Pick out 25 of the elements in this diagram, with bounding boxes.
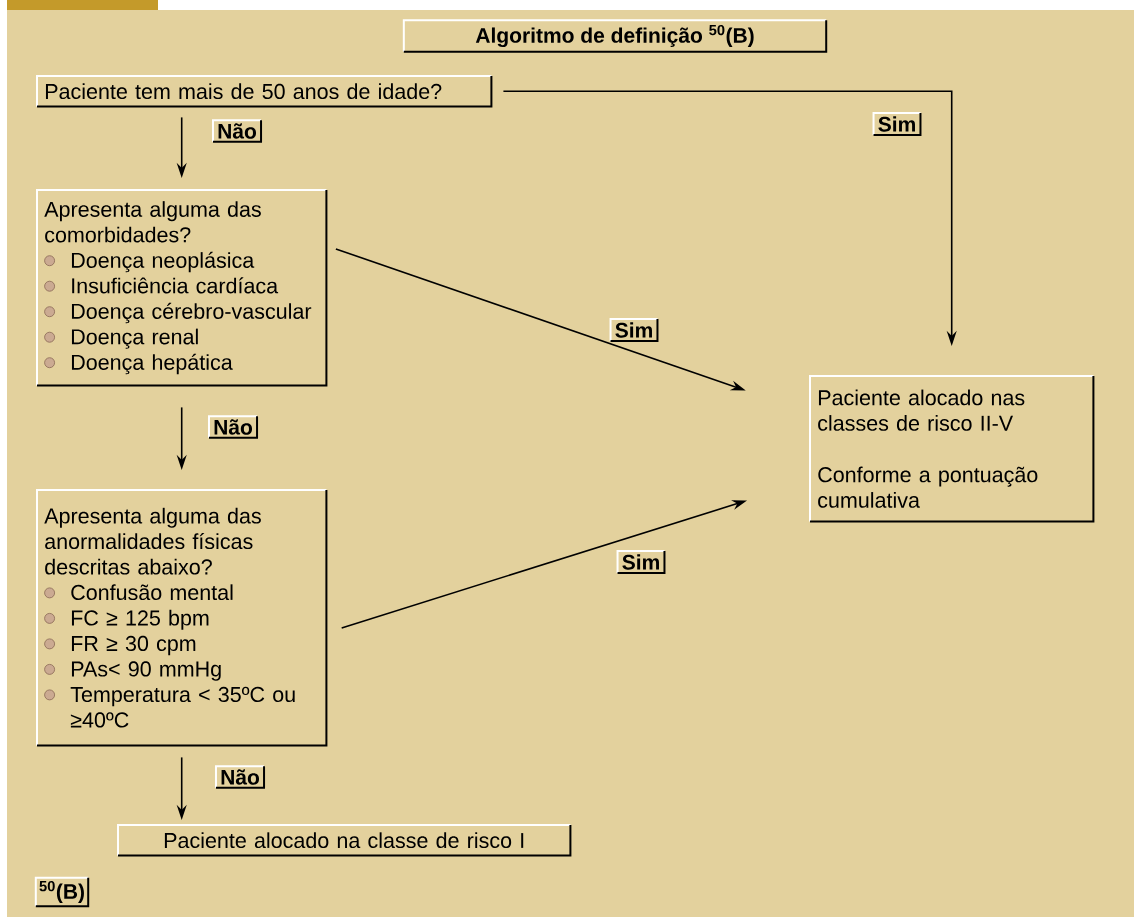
node-label: Insuficiência cardíaca: [72, 277, 279, 294]
edge-label: Não: [211, 119, 263, 143]
node-label: Doença neoplásica: [71, 251, 255, 273]
node-label: Doença renal: [71, 328, 198, 349]
edge-label: Sim: [616, 550, 666, 574]
edge-label: Não: [207, 415, 259, 439]
process-box: Paciente alocado na classe de risco I: [117, 824, 572, 857]
node-label: Doença cérebro-vascular: [71, 302, 312, 324]
title-box: Algoritmo de definição $^{50}$(B): [402, 19, 828, 53]
edge-label: Não: [214, 765, 266, 789]
process-box: Paciente alocado nas classes de risco II-V Conforme a pontuação cumulativa: [809, 375, 1095, 523]
node-label: FR ≥ 30 cpm: [71, 635, 196, 656]
process-box: Paciente tem mais de 50 anos de idade?: [36, 75, 493, 108]
reference-label: $^{50}$(B): [34, 876, 90, 908]
edge-label: Sim: [872, 112, 922, 136]
node-label: Doença hepática: [71, 353, 233, 375]
node-label: Apresenta alguma das comorbidades?: [44, 201, 261, 243]
node-label: PAs< 90 mmHg: [71, 661, 221, 681]
node-label: Confusão mental: [71, 584, 233, 601]
process-box: Apresenta alguma das comorbidades? Doença neoplásica Insuficiência cardíaca Doença cérebro-vascular Doença renal Doença hepática: [36, 189, 328, 387]
node-label: Apresenta alguma das anormalidades físicas descritas abaixo?: [44, 507, 261, 575]
edge-label: Sim: [609, 318, 659, 342]
node-label: Temperatura < 35ºC ou ≥40ºC: [70, 686, 295, 728]
process-box: Apresenta alguma das anormalidades físicas descritas abaixo? Confusão mental FC ≥ 125 bpm FR ≥ 30 cpm PAs< 90 mmHg Temperatura < 35ºC ou ≥40ºC: [36, 489, 328, 747]
node-label: FC ≥ 125 bpm: [71, 609, 209, 630]
